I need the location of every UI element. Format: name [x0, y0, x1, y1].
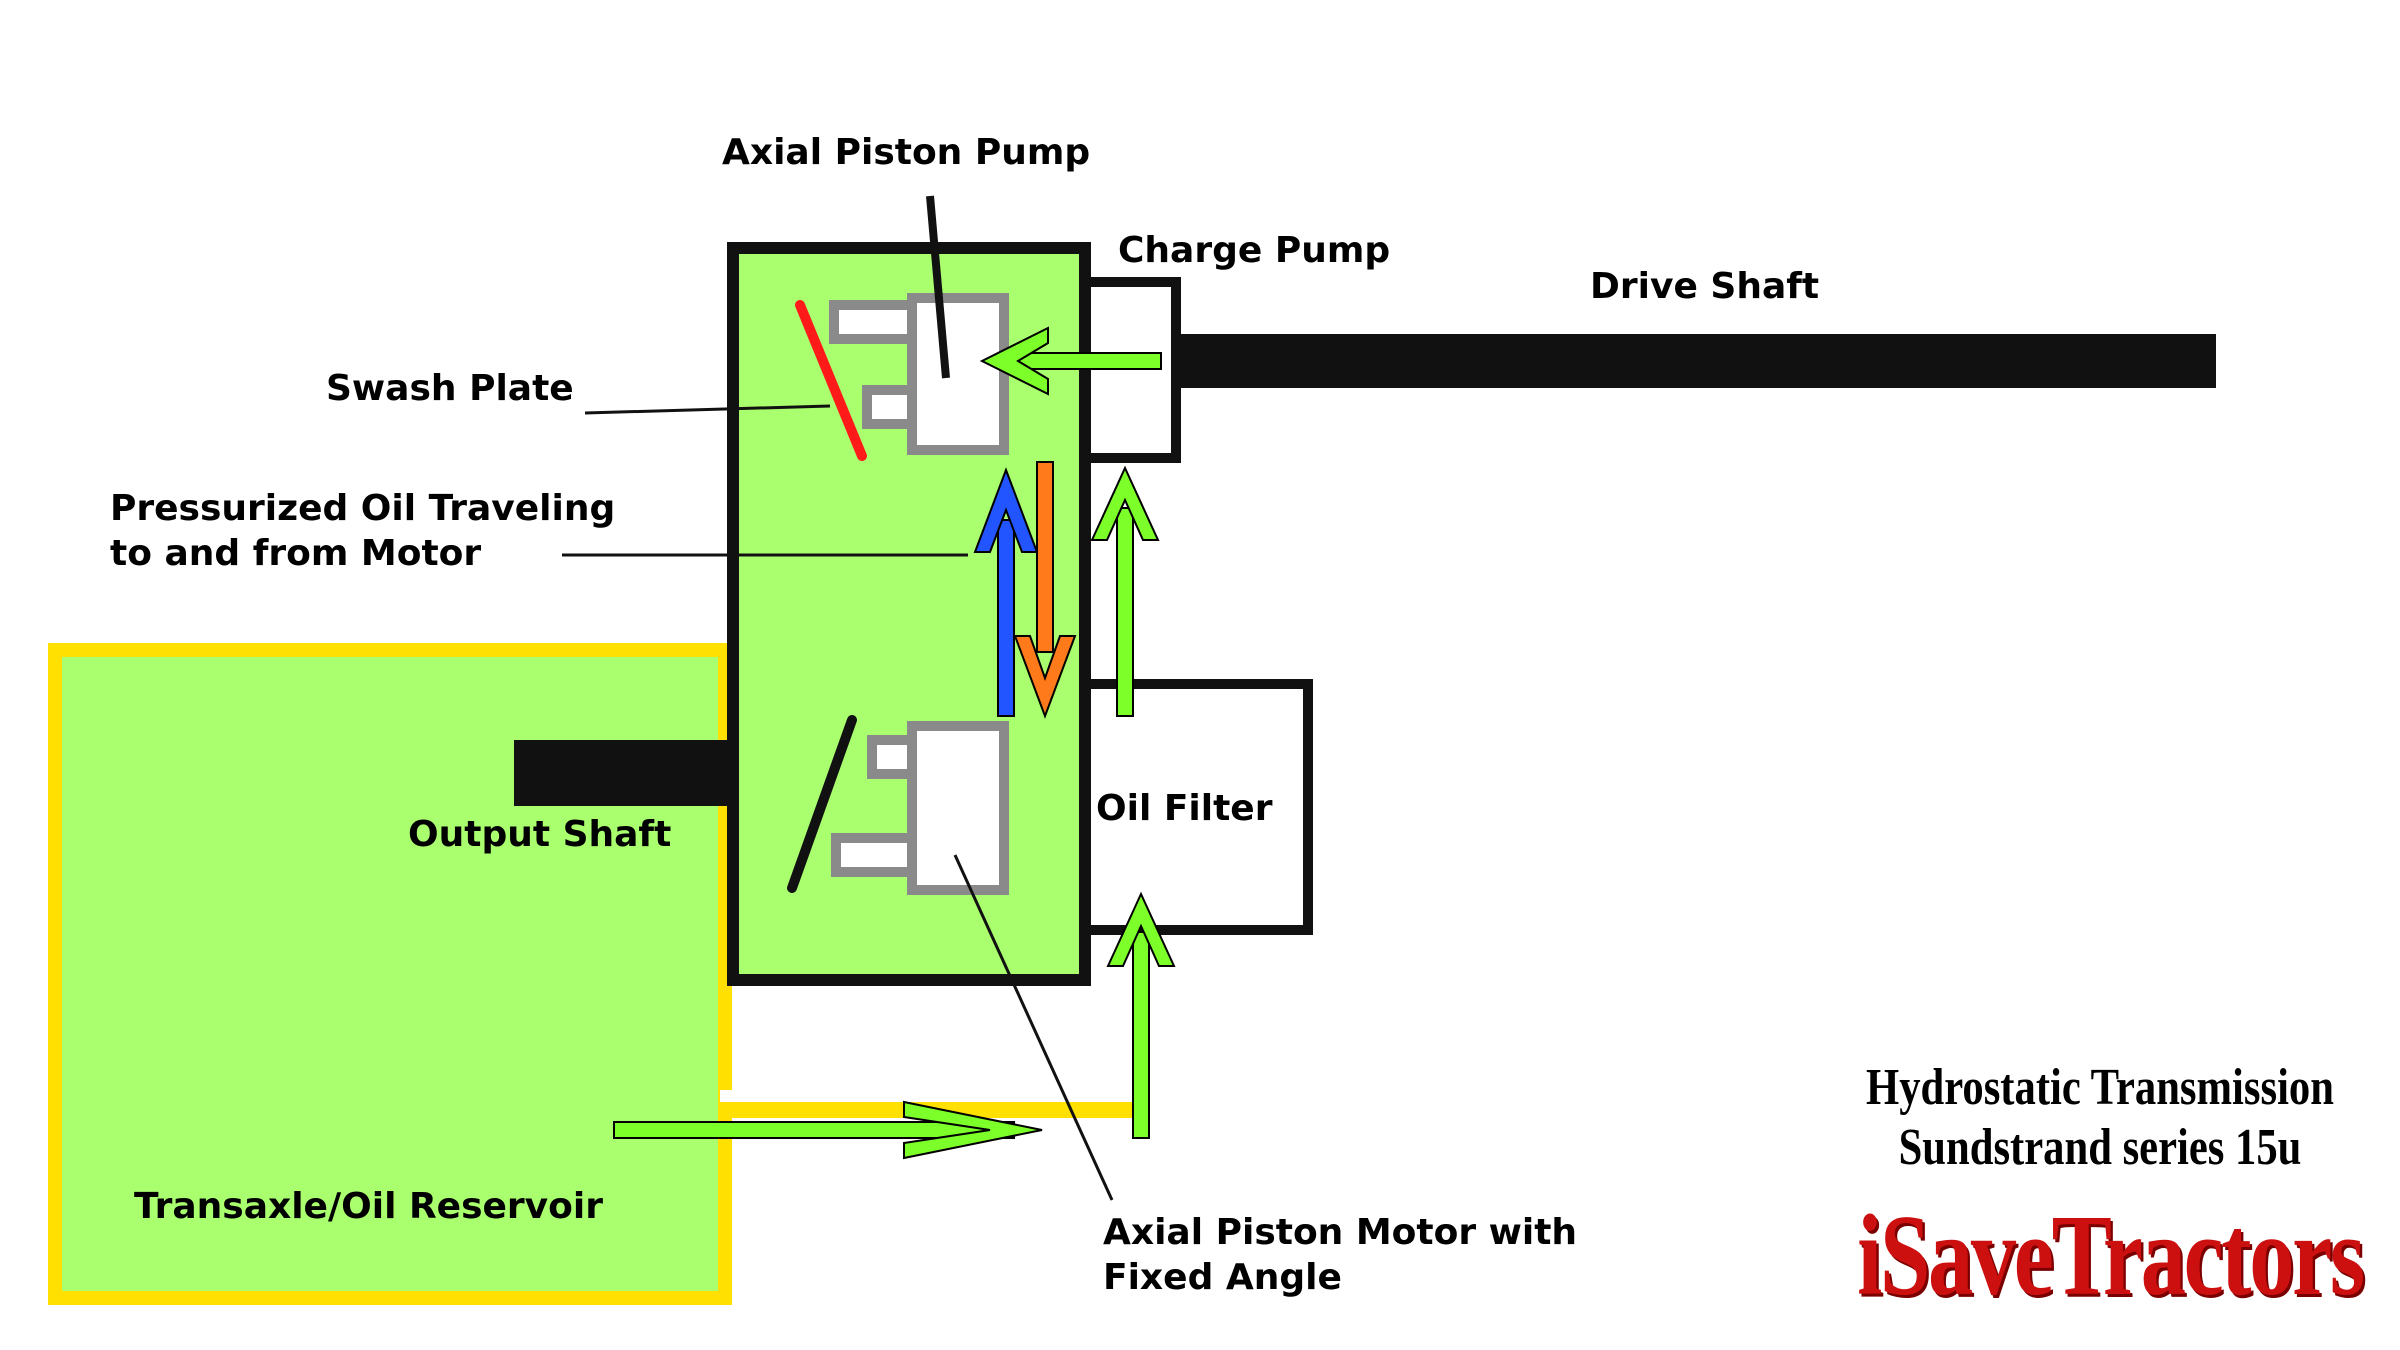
flow-arrow-reservoir-to-filter	[1106, 891, 1176, 1139]
motor-assembly	[831, 721, 1009, 895]
pump-piston-2	[862, 385, 917, 429]
pressure-down-arrow	[1013, 461, 1077, 719]
diagram-title-line2: Sundstrand series 15u	[1898, 1119, 2302, 1176]
label-pressurized-oil-2: to and from Motor	[110, 533, 482, 574]
motor-piston-1	[867, 735, 917, 779]
label-charge-pump: Charge Pump	[1118, 230, 1391, 271]
leader-axial-pump	[926, 195, 950, 379]
pump-cylinder-block	[907, 293, 1009, 455]
leader-swash-plate	[584, 404, 831, 415]
flow-arrow-charge-to-pump	[979, 326, 1162, 396]
label-motor-1: Axial Piston Motor with	[1103, 1212, 1578, 1253]
channel-fill	[720, 1090, 1124, 1102]
leader-motor	[953, 854, 1114, 1201]
diagram-title-line1: Hydrostatic Transmission	[1866, 1059, 2334, 1116]
drive-shaft	[1178, 334, 2216, 388]
label-axial-piston-pump: Axial Piston Pump	[722, 132, 1091, 173]
label-reservoir: Transaxle/Oil Reservoir	[134, 1186, 603, 1227]
motor-piston-2	[831, 833, 917, 877]
flow-arrow-filter-to-charge	[1090, 465, 1160, 717]
output-shaft	[514, 740, 736, 806]
label-pressurized-oil-1: Pressurized Oil Traveling	[110, 488, 616, 529]
swash-plate	[795, 300, 867, 461]
brand-logo: iSaveTractors	[1857, 1192, 2365, 1320]
pressure-up-arrow	[973, 467, 1039, 717]
pump-assembly	[829, 293, 1009, 455]
label-drive-shaft: Drive Shaft	[1590, 266, 1820, 307]
flow-arrow-reservoir-out	[613, 1100, 1043, 1160]
pump-piston-1	[829, 300, 917, 344]
motor-cylinder-block	[907, 721, 1009, 895]
oil-filter-box	[1075, 679, 1313, 935]
label-output-shaft: Output Shaft	[408, 814, 672, 855]
label-swash-plate: Swash Plate	[326, 368, 574, 409]
motor-fixed-plate	[787, 715, 857, 893]
label-motor-2: Fixed Angle	[1103, 1257, 1342, 1298]
label-oil-filter: Oil Filter	[1096, 788, 1273, 829]
